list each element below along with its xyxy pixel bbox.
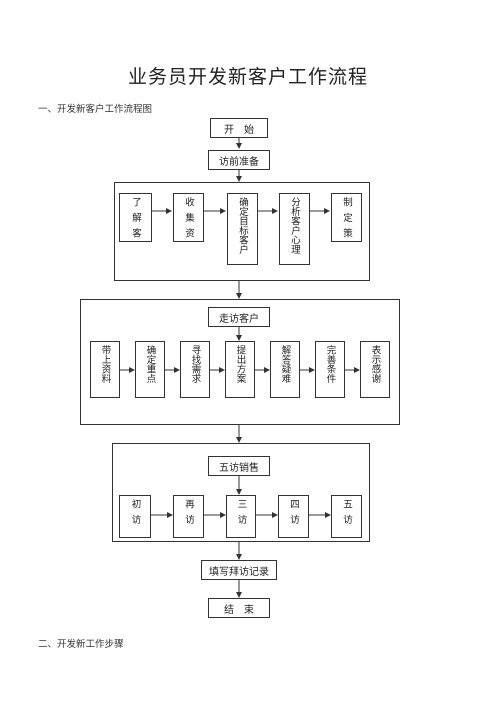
visit-step-proposal: 提出方案 (225, 341, 255, 398)
five-visits-group (112, 443, 370, 542)
visit-step-needs: 寻找需求 (180, 341, 210, 398)
prep-step-target: 确定目标客户 (227, 193, 258, 265)
prep-step-analyze: 分析客户心理 (279, 193, 310, 265)
visit-fourth: 四访 (278, 495, 309, 538)
prep-detail-group (114, 182, 370, 281)
end-node: 结 束 (208, 598, 270, 618)
visit-step-focus: 确定重点 (135, 341, 165, 398)
five-visits-node: 五访销售 (208, 456, 270, 476)
section-heading-flowchart: 一、开发新客户工作流程图 (38, 104, 153, 115)
prep-step-understand: 了解客 (119, 193, 152, 244)
visit-step-answer: 解答疑难 (270, 341, 300, 398)
visit-group (80, 299, 400, 425)
start-node: 开 始 (210, 118, 268, 138)
section-heading-steps: 二、开发新工作步骤 (38, 639, 124, 650)
visit-node: 走访客户 (208, 307, 270, 327)
prep-node: 访前准备 (208, 150, 270, 170)
prep-step-strategy: 制定策 (331, 193, 362, 244)
page-title: 业务员开发新客户工作流程 (127, 66, 368, 88)
record-node: 填写拜访记录 (201, 560, 277, 580)
visit-second: 再访 (173, 495, 204, 538)
visit-step-materials: 带上资料 (90, 341, 120, 398)
visit-first: 初访 (119, 495, 151, 538)
visit-third: 三访 (226, 495, 256, 538)
visit-step-thanks: 表示感谢 (360, 341, 390, 398)
prep-step-collect: 收集资 (173, 193, 204, 244)
visit-fifth: 五访 (331, 495, 362, 538)
visit-step-conditions: 完善条件 (315, 341, 345, 398)
